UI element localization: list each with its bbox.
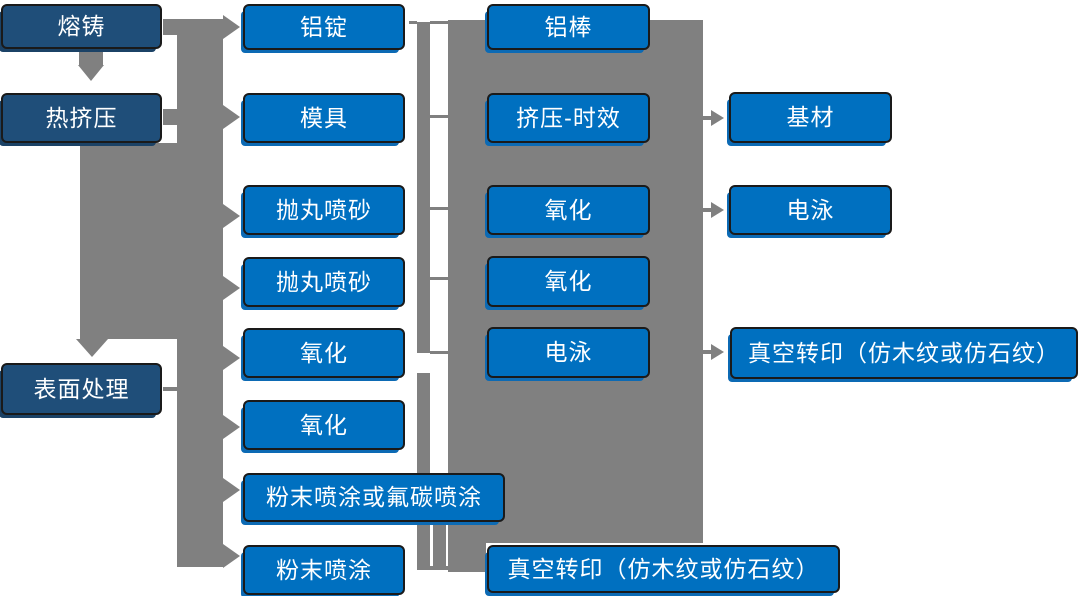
trunk-to-shot-blasting-1-arrowhead-icon	[223, 204, 240, 228]
node-mold: 模具	[243, 93, 405, 143]
node-aluminum-ingot: 铝锭	[243, 4, 405, 50]
shaft-to-base-material	[703, 116, 712, 120]
connector-melt-to-ingot-band	[163, 19, 225, 35]
connector-center-block-foot	[448, 543, 486, 572]
trunk-to-powder-arrowhead-icon	[223, 544, 240, 568]
trunk-to-powder-fluoro-arrowhead-icon	[223, 478, 240, 502]
node-oxidation-2: 氧化	[243, 400, 405, 450]
node-vacuum-transfer-print-1: 真空转印（仿木纹或仿石纹）	[730, 327, 1078, 379]
to-electrophoresis-2-arrowhead-icon	[711, 202, 724, 218]
connector-surface-stub	[163, 387, 179, 391]
stub-ingot	[409, 21, 417, 24]
stub-row-electrophoresis	[430, 351, 448, 354]
node-surface-treatment: 表面处理	[1, 363, 162, 415]
trunk-to-oxidation-1-arrowhead-icon	[223, 346, 240, 370]
shaft-to-vacuum-transfer-1	[703, 350, 712, 354]
to-vacuum-transfer-1-arrowhead-icon	[711, 344, 724, 360]
stub-row-extrusion-aging	[430, 115, 448, 118]
extrude-to-surface-arrowhead-icon	[76, 339, 108, 357]
node-powder-coating: 粉末喷涂	[243, 545, 405, 595]
to-base-material-arrowhead-icon	[711, 110, 724, 126]
node-shot-blasting-1: 抛丸喷砂	[243, 185, 405, 235]
melt-to-extrude-arrowhead-icon	[78, 65, 104, 81]
node-electrophoresis-2: 电泳	[729, 185, 892, 235]
node-melting-casting: 熔铸	[1, 4, 162, 49]
node-extrusion-aging: 挤压-时效	[487, 93, 650, 143]
connector-extrude-to-mold-band	[163, 109, 225, 125]
node-electrophoresis-1: 电泳	[487, 327, 650, 378]
connector-melt-to-extrude-shaft	[79, 46, 103, 66]
connector-left-mass	[80, 143, 177, 339]
node-oxidation-4: 氧化	[487, 256, 650, 307]
node-powder-or-fluorocarbon-coating: 粉末喷涂或氟碳喷涂	[243, 473, 505, 522]
extrude-to-mold-arrowhead-icon	[223, 105, 240, 129]
node-base-material: 基材	[729, 92, 892, 143]
node-vacuum-transfer-print-2: 真空转印（仿木纹或仿石纹）	[487, 545, 840, 593]
node-hot-extrusion: 热挤压	[1, 93, 162, 143]
connector-mid-bar-b	[433, 523, 446, 570]
stub-row-rod	[430, 21, 448, 24]
node-aluminum-rod: 铝棒	[487, 4, 650, 50]
node-oxidation-1: 氧化	[243, 328, 405, 378]
stub-row-oxidation-3	[430, 207, 448, 210]
node-shot-blasting-2: 抛丸喷砂	[243, 257, 405, 307]
node-oxidation-3: 氧化	[487, 185, 650, 235]
stub-row-oxidation-4	[430, 277, 448, 280]
trunk-to-oxidation-2-arrowhead-icon	[223, 415, 240, 439]
connector-mid-bar-upper	[417, 22, 430, 353]
melt-to-ingot-arrowhead-icon	[223, 15, 240, 39]
shaft-to-electrophoresis-2	[703, 208, 712, 212]
trunk-to-shot-blasting-2-arrowhead-icon	[223, 276, 240, 300]
connector-left-trunk	[177, 19, 223, 567]
connector-mid-bar-lower	[417, 373, 430, 570]
